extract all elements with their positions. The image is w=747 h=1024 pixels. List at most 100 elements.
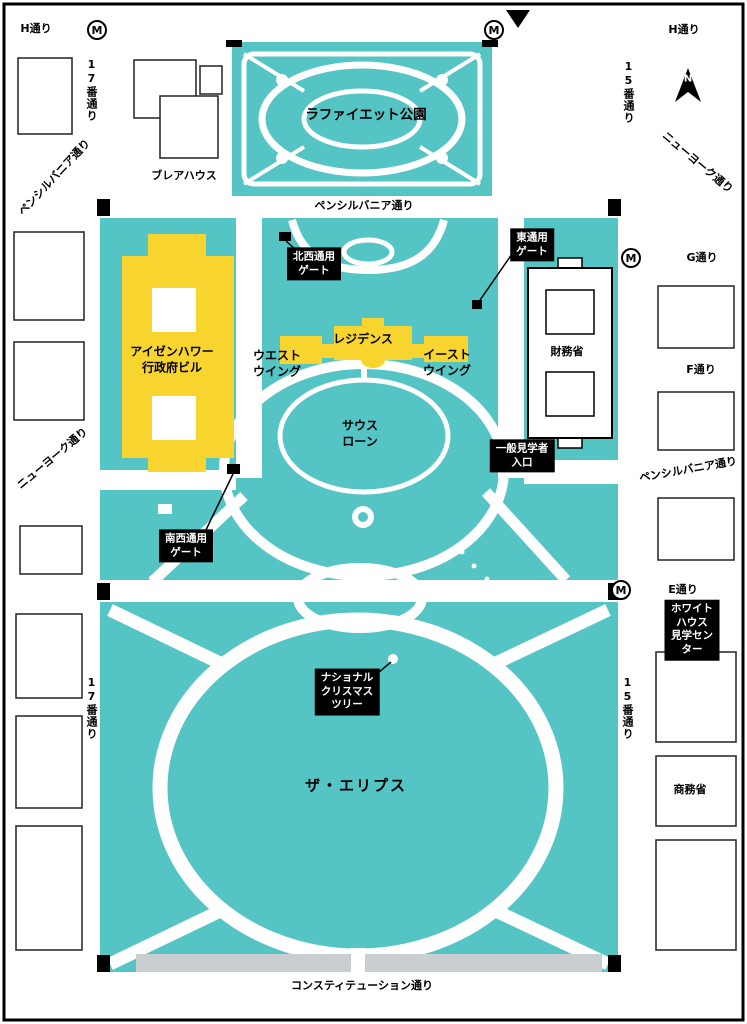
constitution-sidewalk-strip: [136, 954, 602, 972]
e-street-label: E通り: [668, 582, 698, 596]
commerce-label: 商務省: [673, 782, 707, 796]
north-fountain-circle: [341, 237, 395, 267]
eisenhower-building: [122, 234, 234, 472]
blair-house-block: [133, 59, 223, 159]
closure-bar: [608, 199, 621, 216]
park-circle: [276, 152, 288, 164]
park-circle: [276, 74, 288, 86]
corner-building-wedge: [506, 10, 530, 28]
south-portico: [361, 352, 385, 368]
eeob-north-wing: [148, 234, 206, 258]
h-street-label-left: H通り: [20, 21, 52, 35]
fifteenth-street-label-bottom: 15番通り: [621, 676, 634, 740]
path-dot: [471, 563, 477, 569]
building-footprint: [13, 231, 85, 321]
constitution-ave-label: コンスティテューション通り: [291, 978, 433, 992]
commerce-building: [655, 839, 737, 951]
seventeenth-street-label-bottom: 17番通り: [85, 676, 98, 740]
west-executive-ave: [236, 218, 262, 478]
east-colonnade: [412, 344, 424, 358]
building-footprint: [19, 525, 83, 575]
metro-icon: M: [87, 20, 107, 40]
metro-icon: M: [484, 20, 504, 40]
park-circle: [436, 74, 448, 86]
treasury-label: 財務省: [550, 344, 584, 358]
path-dot: [484, 576, 490, 582]
southeast-road: [481, 488, 571, 584]
residence-label: レジデンス: [333, 332, 393, 347]
visitor-center-callout: ホワイトハウス 見学センター: [664, 599, 720, 661]
gatehouse: [158, 504, 172, 514]
f-street-label: F通り: [686, 362, 716, 376]
park-path: [241, 51, 483, 187]
west-wing-building: [280, 336, 322, 364]
east-gate-callout: 東通用 ゲート: [510, 228, 554, 262]
building-footprint: [657, 497, 735, 561]
park-path: [242, 145, 306, 186]
treasury-courtyard-south: [545, 371, 595, 417]
park-path: [418, 52, 482, 93]
seventeenth-street-label-top: 17番通り: [85, 58, 98, 122]
commerce-building: [655, 651, 737, 743]
closure-bar: [226, 40, 242, 47]
christmas-tree-callout: ナショナル クリスマス ツリー: [314, 668, 380, 716]
west-colonnade: [322, 344, 334, 358]
lafayette-park-label: ラファイエット公園: [305, 107, 427, 124]
ellipse-grounds: [100, 602, 618, 972]
leader-line: [477, 253, 513, 304]
treasury-courtyard-north: [545, 289, 595, 335]
park-path: [242, 52, 306, 93]
lafayette-path-circles: [276, 74, 448, 164]
commerce-building: [655, 755, 737, 827]
treasury-main: [527, 267, 613, 439]
northwest-gate-marker: [279, 232, 291, 241]
east-wing-label: イースト ウイング: [422, 347, 472, 377]
blair-house-label: ブレアハウス: [151, 168, 217, 182]
white-house-complex: [280, 318, 468, 368]
diagonal-road: [107, 604, 225, 670]
park-path-oval-inner: [301, 88, 423, 150]
eeob-south-wing: [148, 456, 206, 472]
east-blocks: [655, 285, 737, 951]
northwest-gate-callout: 北西通用 ゲート: [287, 247, 341, 281]
north-portico: [362, 318, 384, 328]
southwest-gate-marker: [227, 464, 240, 474]
building-footprint: [15, 613, 83, 699]
closure-bar: [608, 955, 621, 972]
diagonal-road: [491, 604, 611, 670]
closure-bar: [482, 40, 498, 47]
h-street-label-right: H通り: [668, 22, 700, 36]
pedestrian-dots: [459, 549, 503, 593]
north-arrow-graphic: [675, 68, 701, 102]
eeob-courtyard-south: [152, 396, 196, 440]
pennsylvania-ave-main-label: ペンシルバニア通り: [314, 198, 414, 212]
southwest-gate-callout: 南西通用 ゲート: [159, 529, 213, 563]
the-ellipse-label: ザ・エリプス: [304, 776, 408, 795]
fifteenth-street-label-top: 15番通り: [622, 60, 635, 124]
path-dot: [459, 549, 465, 555]
building-footprint: [13, 341, 85, 421]
building-footprint: [199, 65, 223, 95]
eeob-courtyard-north: [152, 288, 196, 332]
building-footprint: [17, 57, 73, 135]
park-path: [418, 145, 482, 186]
park-circle: [436, 152, 448, 164]
building-footprint: [15, 825, 83, 951]
west-blocks: [13, 57, 85, 951]
north-arrow-letter: N: [683, 73, 693, 85]
east-wing-building: [424, 336, 468, 362]
lafayette-paths: [241, 51, 483, 187]
e-street-approach-oval: [293, 563, 427, 633]
closure-bar: [97, 583, 110, 600]
metro-icon: M: [611, 580, 631, 600]
building-footprint: [159, 95, 219, 159]
closure-bar: [97, 955, 110, 972]
closure-bar: [97, 199, 110, 216]
building-footprint: [15, 715, 83, 809]
eisenhower-building-label: アイゼンハワー 行政府ビル: [130, 344, 214, 374]
metro-icon: M: [621, 248, 641, 268]
west-wing-label: ウエスト ウイング: [252, 348, 302, 378]
